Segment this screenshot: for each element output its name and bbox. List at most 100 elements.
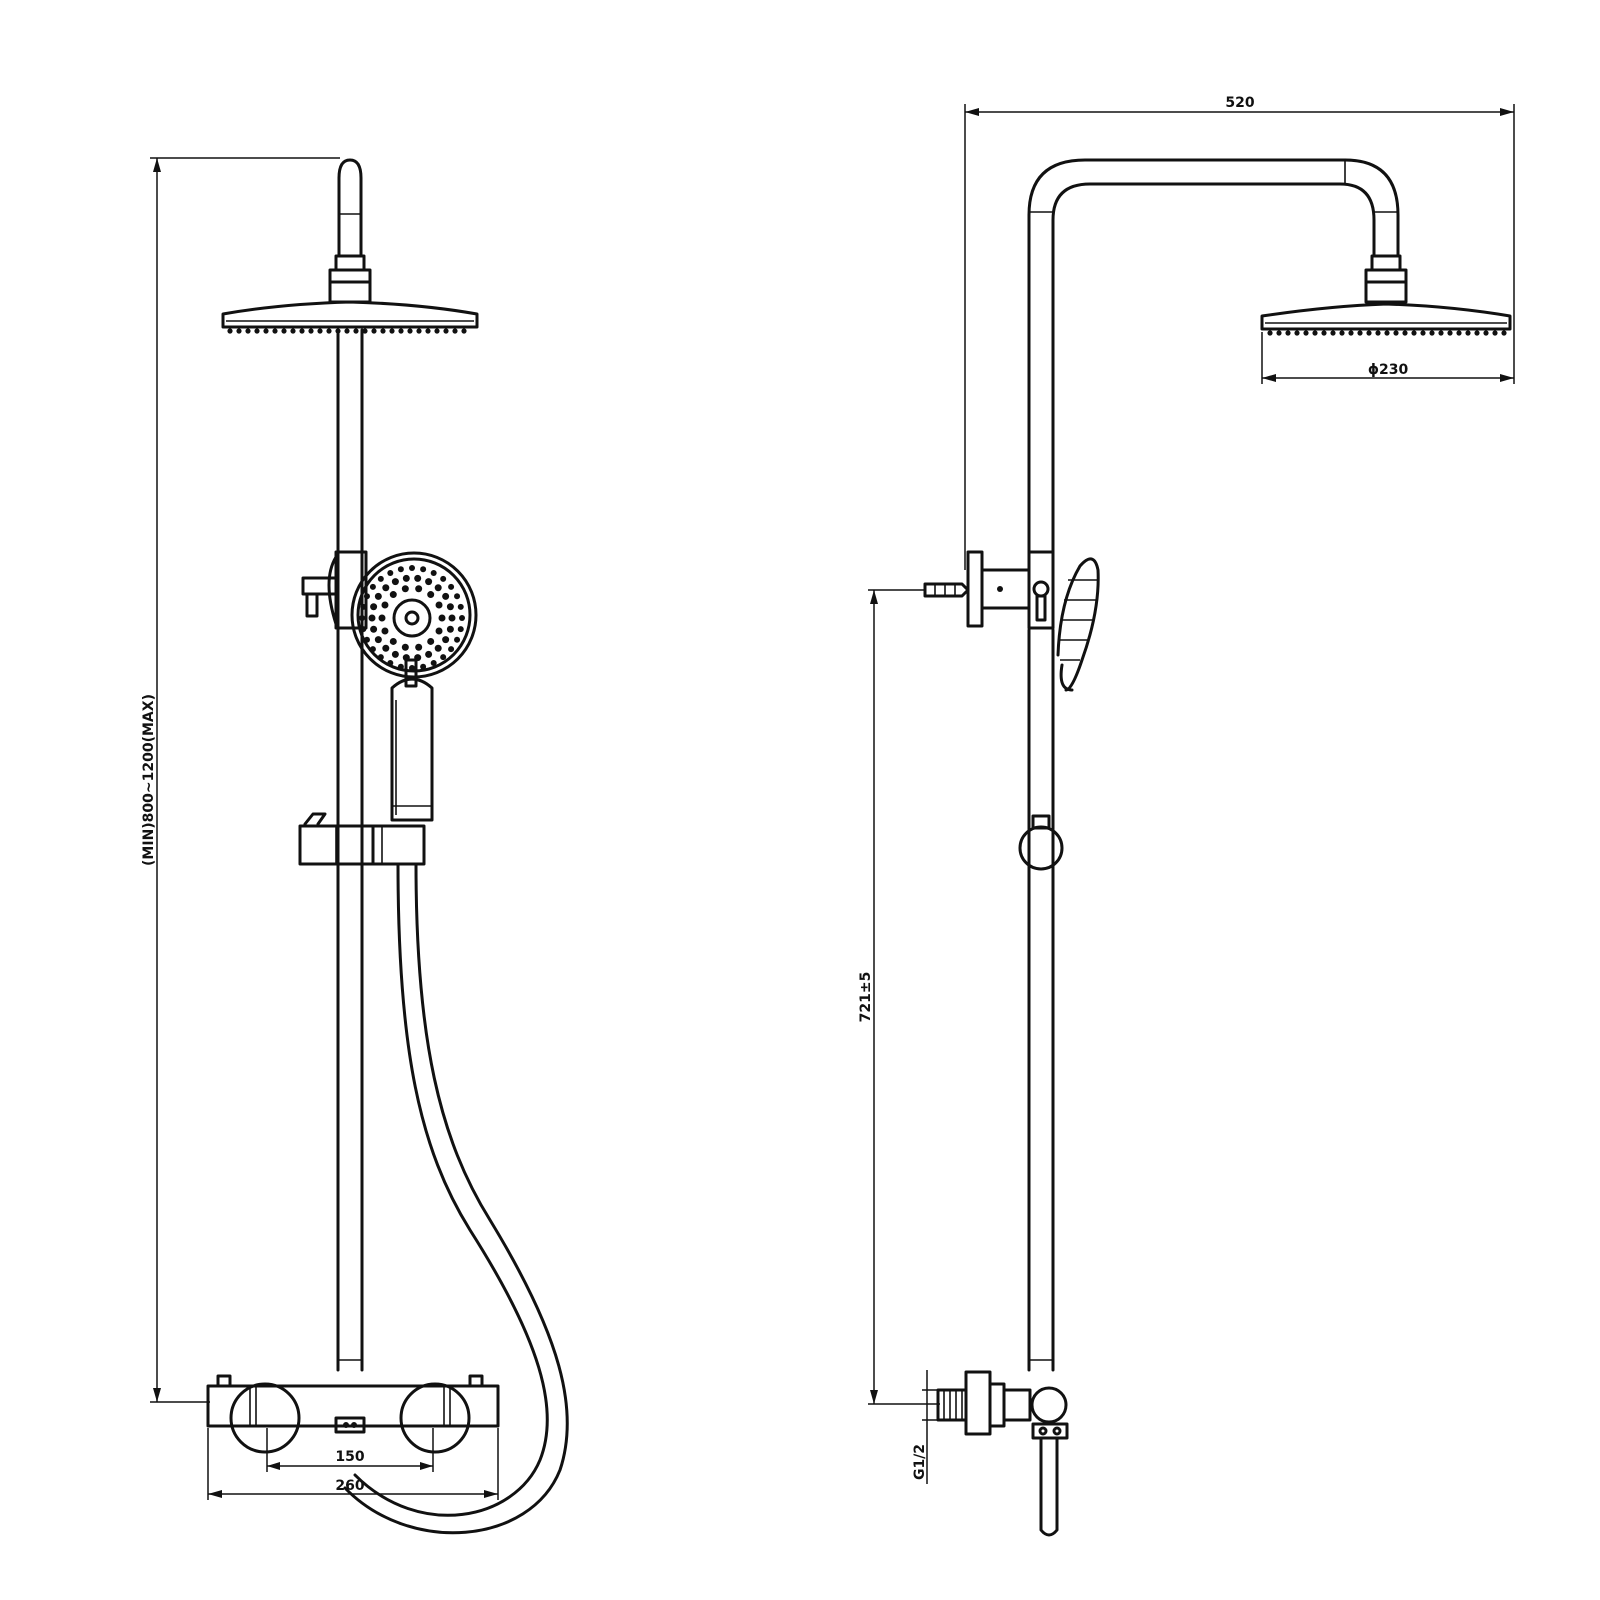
nozzle-dot xyxy=(1366,330,1372,336)
nozzle-dot xyxy=(435,601,443,609)
nozzle-dot xyxy=(360,603,367,610)
nozzle-dot xyxy=(353,328,359,334)
nozzle-dot xyxy=(281,328,287,334)
nozzle-dot xyxy=(387,569,394,576)
nozzle-dot xyxy=(435,627,443,635)
nozzle-dot xyxy=(1456,330,1462,336)
nozzle-dot xyxy=(448,583,455,590)
nozzle-dot xyxy=(359,615,365,621)
nozzle-dot xyxy=(1438,330,1444,336)
nozzle-dot xyxy=(344,328,350,334)
nozzle-dot xyxy=(382,584,390,592)
riser-pipe-front xyxy=(336,328,364,1372)
nozzle-dot xyxy=(1276,330,1282,336)
nozzle-dot xyxy=(1294,330,1300,336)
nozzle-dot xyxy=(1474,330,1480,336)
mixer-connector-side xyxy=(936,1370,1069,1537)
nozzle-dot xyxy=(1492,330,1498,336)
nozzle-dot xyxy=(448,614,456,622)
nozzle-dot xyxy=(1411,330,1417,336)
nozzle-dot xyxy=(401,643,409,651)
arm-reach-label: 520 xyxy=(1225,95,1254,111)
nozzle-dot xyxy=(363,593,370,600)
nozzle-dot xyxy=(1285,330,1291,336)
nozzle-dot xyxy=(326,328,332,334)
nozzle-dot xyxy=(377,575,384,582)
nozzle-dot xyxy=(1483,330,1489,336)
arm-reach-dimension: 520 xyxy=(964,95,1515,570)
nozzle-dot xyxy=(377,654,384,661)
nozzle-dot xyxy=(398,328,404,334)
slider-knob-side xyxy=(1018,814,1064,871)
height-dimension: (MIN)800~1200(MAX) xyxy=(141,157,340,1403)
nozzle-dot xyxy=(374,592,382,600)
nozzle-dot xyxy=(434,644,442,652)
nozzle-dot xyxy=(387,660,394,667)
nozzle-dot xyxy=(1447,330,1453,336)
nozzle-dot xyxy=(1402,330,1408,336)
nozzle-dot xyxy=(391,650,399,658)
nozzle-dot xyxy=(442,592,450,600)
nozzle-dot xyxy=(378,614,386,622)
inlet-spacing-label: 150 xyxy=(335,1449,364,1465)
nozzle-dot xyxy=(263,328,269,334)
lower-riser-side xyxy=(1027,628,1055,1372)
nozzle-dot xyxy=(389,591,397,599)
nozzle-dot xyxy=(1339,330,1345,336)
nozzle-dot xyxy=(415,643,423,651)
nozzle-dot xyxy=(407,328,413,334)
nozzle-dot xyxy=(430,569,437,576)
inlet-thread-label: G1/2 xyxy=(912,1444,928,1480)
nozzle-dot xyxy=(425,578,433,586)
nozzle-dot xyxy=(1312,330,1318,336)
nozzle-dot xyxy=(381,627,389,635)
nozzle-dot xyxy=(1267,330,1273,336)
thermostatic-mixer-front xyxy=(206,1374,500,1454)
nozzle-dot xyxy=(389,328,395,334)
nozzle-dot xyxy=(1501,330,1507,336)
nozzle-dot xyxy=(1348,330,1354,336)
wall-bracket-front xyxy=(301,550,368,630)
nozzle-dot xyxy=(1330,330,1336,336)
nozzle-dot xyxy=(380,328,386,334)
nozzle-dot xyxy=(272,328,278,334)
nozzle-dot xyxy=(1465,330,1471,336)
nozzle-dot xyxy=(245,328,251,334)
nozzle-dot xyxy=(454,593,461,600)
nozzle-dot xyxy=(459,615,465,621)
nozzle-dot xyxy=(416,328,422,334)
nozzle-dot xyxy=(1420,330,1426,336)
nozzle-dot xyxy=(370,603,378,611)
rain-shower-head-front xyxy=(221,300,479,334)
rain-shower-head-side xyxy=(1260,302,1512,336)
height-range-label: (MIN)800~1200(MAX) xyxy=(141,694,157,866)
nozzle-dot xyxy=(454,636,461,643)
riser-and-arm-side xyxy=(1027,158,1408,560)
mixer-width-label: 260 xyxy=(335,1478,364,1494)
nozzle-dot xyxy=(1303,330,1309,336)
nozzle-dot xyxy=(442,636,450,644)
nozzle-dot xyxy=(461,328,467,334)
nozzle-dot xyxy=(1357,330,1363,336)
hand-shower-front xyxy=(350,551,478,822)
nozzle-dot xyxy=(440,654,447,661)
front-view: (MIN)800~1200(MAX) xyxy=(141,157,569,1535)
nozzle-dot xyxy=(425,328,431,334)
nozzle-dot xyxy=(381,601,389,609)
wall-bracket-side xyxy=(923,550,1055,630)
nozzle-dot xyxy=(448,646,455,653)
nozzle-dot xyxy=(420,566,427,573)
nozzle-dot xyxy=(409,665,415,671)
nozzle-dot xyxy=(317,328,323,334)
nozzle-dot xyxy=(438,614,446,622)
nozzle-dot xyxy=(369,646,376,653)
nozzle-dot xyxy=(370,625,378,633)
nozzle-dot xyxy=(397,566,404,573)
nozzle-dot xyxy=(1375,330,1381,336)
nozzle-dot xyxy=(457,626,464,633)
side-view: 520 ϕ230 xyxy=(858,95,1515,1537)
nozzle-dot xyxy=(1429,330,1435,336)
nozzle-dot xyxy=(374,636,382,644)
nozzle-dot xyxy=(391,578,399,586)
